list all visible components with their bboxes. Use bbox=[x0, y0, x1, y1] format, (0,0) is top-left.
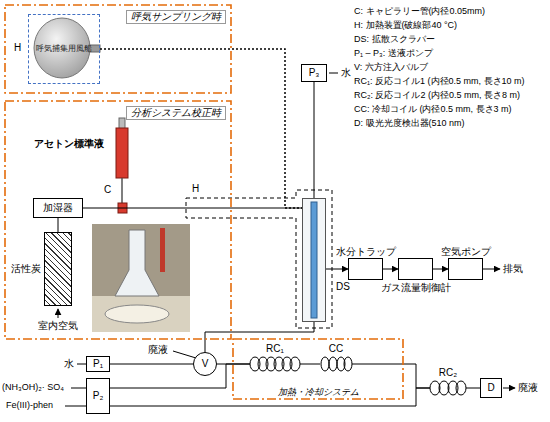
apparatus-photo bbox=[115, 230, 159, 296]
exhaust-arrow bbox=[483, 269, 500, 270]
reaction-coil: RC₁ bbox=[250, 356, 300, 372]
injection-valve: V bbox=[193, 352, 217, 376]
waste-line bbox=[173, 351, 196, 358]
scrubber-outline bbox=[302, 198, 326, 322]
scrubber-membrane bbox=[311, 202, 317, 318]
pump-box: P₃ bbox=[301, 64, 327, 82]
heated-zone bbox=[186, 190, 332, 328]
apparatus-photo bbox=[92, 224, 190, 332]
valve-outline bbox=[194, 353, 217, 376]
sampling-region: 呼気サンプリング時呼気捕集用風船 bbox=[4, 4, 232, 94]
reagent-label: (NH₃OH)₂· SO₄ bbox=[2, 382, 64, 393]
node-label: P₃ bbox=[309, 67, 320, 79]
region-outline bbox=[233, 339, 403, 399]
apparatus-photo bbox=[105, 305, 169, 323]
feed-line bbox=[77, 364, 86, 365]
feed-line bbox=[329, 73, 338, 74]
flow-line bbox=[58, 218, 59, 232]
node-label: P₁ bbox=[93, 358, 103, 370]
standard-label: アセトン標準液 bbox=[34, 138, 104, 150]
flow-line bbox=[300, 364, 320, 365]
flow-line bbox=[100, 49, 302, 208]
region-heading: 分析システム校正時 bbox=[126, 106, 226, 120]
flow-line bbox=[383, 269, 398, 270]
key-entry: DS: 拡散スクラバー bbox=[354, 34, 435, 45]
pump-box: P₁ bbox=[86, 356, 110, 372]
air-inlet-arrow bbox=[58, 309, 59, 318]
node-label: RC₂ bbox=[439, 367, 457, 379]
flow-line bbox=[110, 364, 193, 365]
calibration-region: 分析システム校正時加湿器活性炭 bbox=[4, 100, 232, 340]
flow-line bbox=[326, 269, 348, 270]
node-label: ガス流量制御計 bbox=[381, 282, 451, 294]
flow-line bbox=[433, 269, 448, 270]
region-outline bbox=[4, 100, 232, 340]
node-label: 加湿器 bbox=[43, 202, 73, 214]
key-entry: C: キャピラリー管(内径0.05mm) bbox=[354, 6, 485, 17]
heater-tag: H bbox=[14, 42, 21, 54]
flow-line bbox=[352, 364, 430, 388]
node-label: 水分トラップ bbox=[336, 246, 396, 258]
outlet-label: 排気 bbox=[503, 263, 523, 275]
flow-controller: ガス流量制御計 bbox=[398, 258, 433, 280]
detector-box: D bbox=[480, 378, 502, 398]
key-entry: CC: 冷却コイル (内径0.5 mm, 長さ3 m) bbox=[354, 104, 512, 115]
reagent-label: 水 bbox=[64, 358, 74, 370]
air-pump: 空気ポンプ bbox=[448, 258, 483, 280]
part-tag: C bbox=[104, 184, 111, 196]
key-entry: D: 吸光光度検出器(510 nm) bbox=[354, 118, 465, 129]
heating-cooling-region: 加熱・冷却システム RC₁ CC bbox=[232, 338, 404, 400]
flow-line bbox=[83, 208, 302, 209]
key-entry: H: 加熱装置(破線部40 °C) bbox=[354, 20, 457, 31]
flow-line bbox=[466, 388, 480, 389]
diffusion-scrubber: DS bbox=[302, 198, 326, 322]
key-entry: RC₁: 反応コイル1 (内径0.5 mm, 長さ10 m) bbox=[354, 76, 525, 87]
node-label: P₂ bbox=[93, 390, 104, 402]
flow-line bbox=[110, 388, 430, 406]
flow-line bbox=[314, 82, 315, 198]
reagent-label: 水 bbox=[341, 67, 351, 79]
breath-bag: 呼気捕集用風船 bbox=[28, 14, 100, 84]
region-outline bbox=[5, 5, 231, 93]
key-entry: RC₂: 反応コイル2 (内径0.5 mm, 長さ8 m) bbox=[354, 90, 520, 101]
waste-label: 廃液 bbox=[148, 344, 168, 356]
water-trap: 水分トラップ bbox=[348, 258, 383, 280]
syringe-barrel bbox=[116, 128, 128, 178]
reagent-label: Fe(III)-phen bbox=[6, 400, 53, 411]
node-label: 空気ポンプ bbox=[441, 246, 491, 258]
humidifier-box: 加湿器 bbox=[33, 198, 83, 218]
pump-box: P₂ bbox=[86, 378, 110, 414]
region-heading: 呼気サンプリング時 bbox=[126, 10, 226, 24]
flow-line bbox=[205, 322, 314, 352]
waste-arrow bbox=[503, 388, 515, 389]
node-label: 活性炭 bbox=[11, 263, 41, 275]
apparatus-photo bbox=[92, 296, 190, 332]
cooling-coil: CC bbox=[320, 356, 352, 372]
scrubber-outline bbox=[303, 199, 326, 322]
node-label: CC bbox=[329, 343, 343, 355]
region-outline bbox=[5, 101, 231, 339]
heater-tag: H bbox=[192, 183, 199, 195]
region-heading: 加熱・冷却システム bbox=[232, 387, 404, 398]
capillary-tube bbox=[121, 178, 123, 204]
apparatus-photo bbox=[160, 228, 165, 272]
key-entry: P₁ – P₃: 送液ポンプ bbox=[354, 48, 433, 59]
flow-line bbox=[110, 364, 250, 388]
node-label: D bbox=[487, 382, 494, 394]
feed-line bbox=[71, 388, 86, 389]
node-label: V bbox=[202, 358, 209, 370]
node-label: DS bbox=[336, 281, 350, 293]
charcoal-filter: 活性炭 bbox=[44, 232, 72, 306]
node-label: 呼気捕集用風船 bbox=[36, 44, 92, 54]
node-label: RC₁ bbox=[266, 343, 284, 355]
feed-line bbox=[65, 406, 86, 407]
reaction-coil: RC₂ bbox=[430, 380, 466, 396]
key-entry: V: 六方注入バルブ bbox=[354, 62, 428, 73]
waste-label: 廃液 bbox=[518, 382, 538, 394]
inlet-label: 室内空気 bbox=[38, 320, 78, 332]
